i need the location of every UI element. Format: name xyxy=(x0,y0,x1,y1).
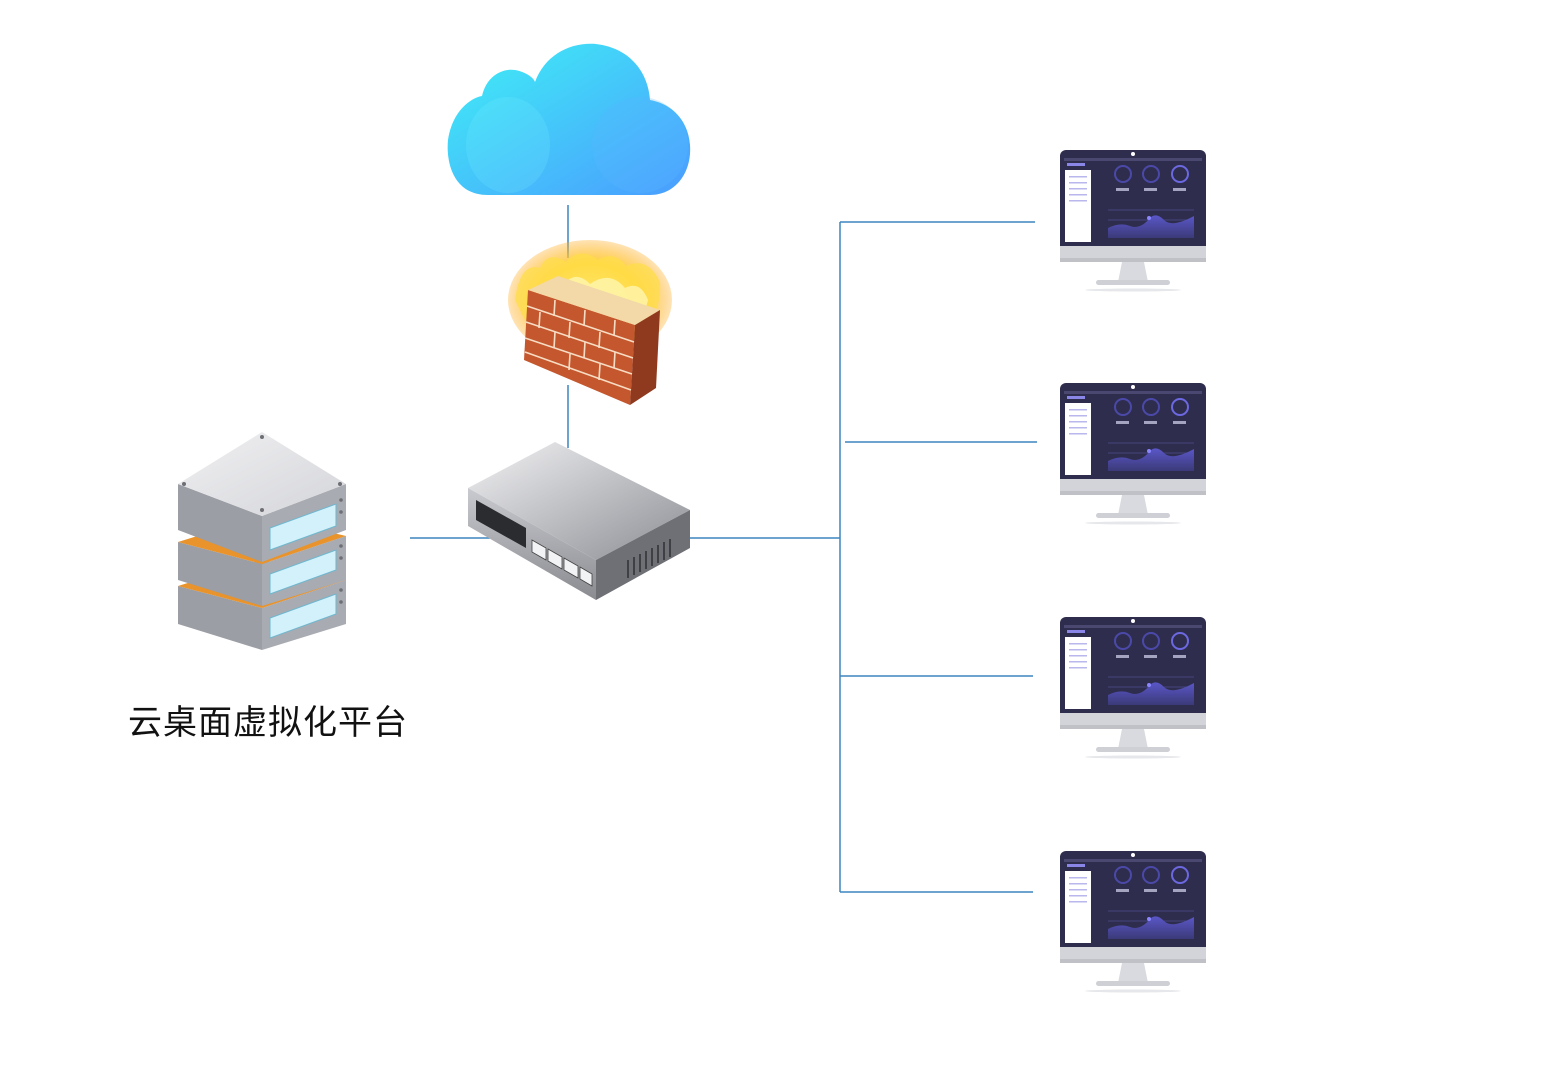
desktop-monitor-icon xyxy=(1059,850,1207,994)
platform-label: 云桌面虚拟化平台 xyxy=(128,703,408,743)
firewall-icon xyxy=(508,240,672,405)
desktop-monitor-icon xyxy=(1059,382,1207,526)
network-switch-icon xyxy=(468,442,690,600)
server-stack-icon xyxy=(178,432,346,650)
desktop-monitor-icon xyxy=(1059,149,1207,293)
cloud-icon xyxy=(447,43,691,196)
connection-lines xyxy=(410,205,1037,893)
desktop-monitor-icon xyxy=(1059,616,1207,760)
